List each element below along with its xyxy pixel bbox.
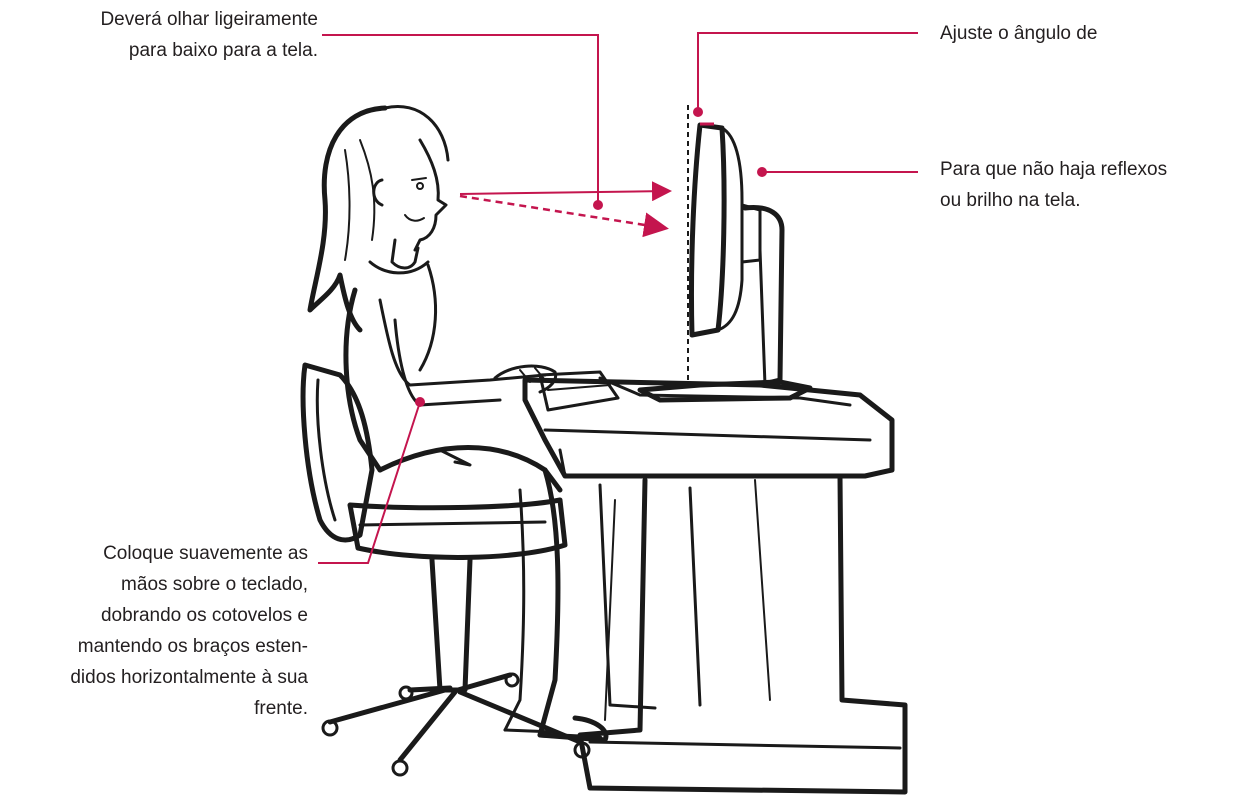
chair [300,362,591,777]
keyboard [538,370,620,412]
callout-dot-no-glare [757,167,767,177]
sight-lines [459,181,672,238]
callout-look-down: Deverá olhar ligeiramente para baixo par… [100,9,318,61]
sight-line-downward [459,194,669,238]
callout-hands-keyboard: Coloque suavemente as mãos sobre o tecla… [70,543,308,719]
callout-lines [318,32,918,564]
seated-person [307,105,609,743]
callout-dot-hands-keyboard [415,397,425,407]
callout-no-glare: Para que não haja reflexos ou brilho na … [940,159,1168,211]
monitor [637,105,813,403]
callout-adjust-angle: Ajuste o ângulo de [940,23,1098,44]
callout-dot-adjust-angle [693,107,703,117]
callout-dot-look-down [593,200,603,210]
sight-line-straight [459,181,672,202]
desk [522,376,908,795]
